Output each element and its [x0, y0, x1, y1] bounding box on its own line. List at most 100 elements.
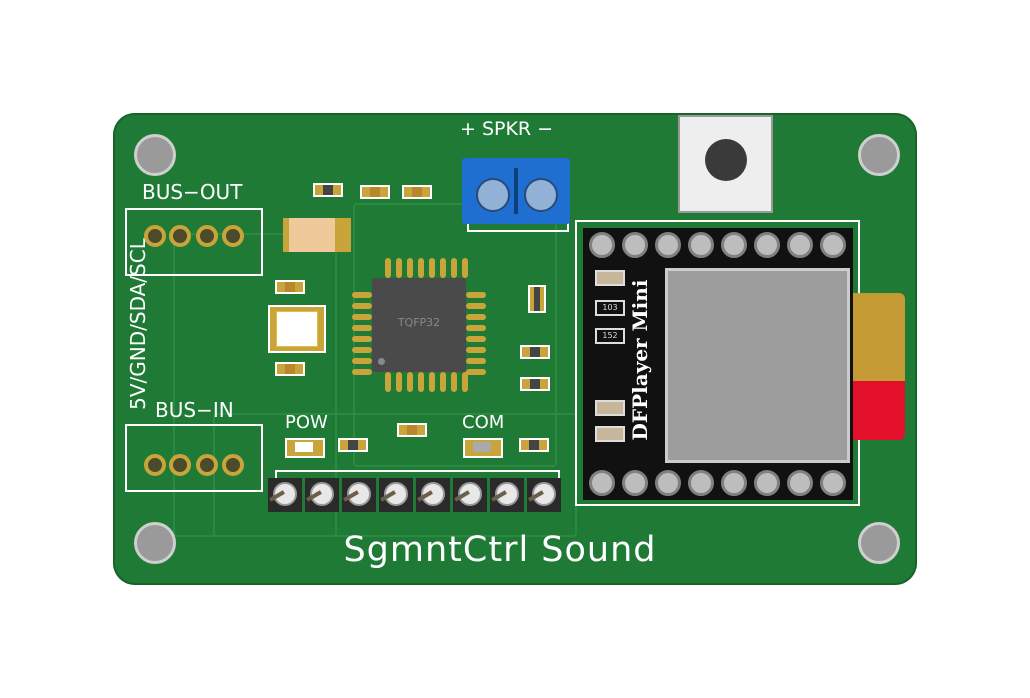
- chip-lead: [352, 347, 372, 353]
- chip-lead: [352, 325, 372, 331]
- module-pin: [622, 470, 648, 496]
- chip-lead: [352, 292, 372, 298]
- resistor: [520, 345, 550, 359]
- module-pin: [787, 470, 813, 496]
- speaker-terminal-block: [462, 158, 570, 224]
- chip-lead: [466, 347, 486, 353]
- resistor: [338, 438, 368, 452]
- chip-lead: [429, 372, 435, 392]
- chip-lead: [466, 303, 486, 309]
- module-name: DFPlayer Mini: [628, 279, 652, 441]
- chip-lead: [466, 325, 486, 331]
- button-cap[interactable]: [705, 139, 747, 181]
- chip-lead: [396, 372, 402, 392]
- resistor: [397, 423, 427, 437]
- bus-out-connector: [125, 208, 263, 276]
- chip-lead: [407, 258, 413, 278]
- bus-in-label: BUS−IN: [155, 398, 234, 422]
- header-pin: [453, 478, 487, 512]
- module-pin: [688, 232, 714, 258]
- chip-lead: [451, 372, 457, 392]
- mcu-package-label: TQFP32: [397, 316, 441, 329]
- header-pin: [268, 478, 302, 512]
- micro-sd-card: [850, 293, 905, 440]
- resistor: [528, 285, 546, 313]
- dfplayer-module: DFPlayer Mini 103 152: [583, 228, 853, 500]
- bus-out-label: BUS−OUT: [142, 180, 243, 204]
- header-pin: [527, 478, 561, 512]
- resistor: [360, 185, 390, 199]
- mounting-hole: [134, 522, 176, 564]
- chip-lead: [352, 369, 372, 375]
- bus-in-pin: [169, 454, 191, 476]
- capacitor: [595, 400, 625, 416]
- chip-lead: [451, 258, 457, 278]
- com-label: COM: [462, 412, 505, 433]
- module-pin: [589, 232, 615, 258]
- bus-in-connector: [125, 424, 263, 492]
- header-pin: [490, 478, 524, 512]
- module-pin: [820, 232, 846, 258]
- chip-lead: [385, 372, 391, 392]
- module-pin: [820, 470, 846, 496]
- divider: [514, 168, 518, 214]
- bus-out-pin: [144, 225, 166, 247]
- capacitor: [595, 270, 625, 286]
- bus-pinout-label: 5V/GND/SDA/SCL: [126, 238, 150, 410]
- resistor-152: 152: [595, 328, 625, 344]
- resistor: [519, 438, 549, 452]
- capacitor: [275, 362, 305, 376]
- module-pin: [688, 470, 714, 496]
- bus-in-pin: [196, 454, 218, 476]
- board-title: SgmntCtrl Sound: [343, 530, 657, 570]
- module-pin: [721, 470, 747, 496]
- screw-icon: [524, 178, 558, 212]
- chip-lead: [418, 372, 424, 392]
- speaker-label: + SPKR −: [460, 118, 554, 140]
- chip-lead: [352, 336, 372, 342]
- chip-lead: [352, 314, 372, 320]
- bus-out-pin: [222, 225, 244, 247]
- capacitor: [595, 426, 625, 442]
- module-pin: [721, 232, 747, 258]
- bus-in-pin: [144, 454, 166, 476]
- sd-card-slot: [665, 268, 850, 463]
- module-pin: [622, 232, 648, 258]
- module-pin: [754, 232, 780, 258]
- com-led: [463, 438, 503, 458]
- chip-lead: [466, 292, 486, 298]
- chip-lead: [429, 258, 435, 278]
- push-button[interactable]: [678, 115, 773, 213]
- module-pin: [754, 470, 780, 496]
- bus-in-pin: [222, 454, 244, 476]
- resistor: [520, 377, 550, 391]
- module-pin: [787, 232, 813, 258]
- bus-out-pin: [196, 225, 218, 247]
- chip-lead: [462, 258, 468, 278]
- chip-lead: [466, 314, 486, 320]
- chip-lead: [466, 369, 486, 375]
- chip-lead: [396, 258, 402, 278]
- chip-lead: [407, 372, 413, 392]
- chip-lead: [352, 358, 372, 364]
- pow-led: [285, 438, 325, 458]
- bus-out-pin: [169, 225, 191, 247]
- header-pin: [305, 478, 339, 512]
- chip-lead: [418, 258, 424, 278]
- trace: [353, 203, 557, 467]
- resistor: [313, 183, 343, 197]
- mounting-hole: [858, 134, 900, 176]
- crystal: [268, 305, 326, 353]
- chip-lead: [466, 336, 486, 342]
- chip-lead: [440, 258, 446, 278]
- pin1-dot: [378, 358, 385, 365]
- module-pin: [655, 470, 681, 496]
- header-pin: [416, 478, 450, 512]
- chip-lead: [440, 372, 446, 392]
- pow-label: POW: [285, 412, 328, 433]
- mounting-hole: [858, 522, 900, 564]
- capacitor-tantalum: [283, 218, 351, 252]
- resistor: [402, 185, 432, 199]
- mounting-hole: [134, 134, 176, 176]
- chip-lead: [462, 372, 468, 392]
